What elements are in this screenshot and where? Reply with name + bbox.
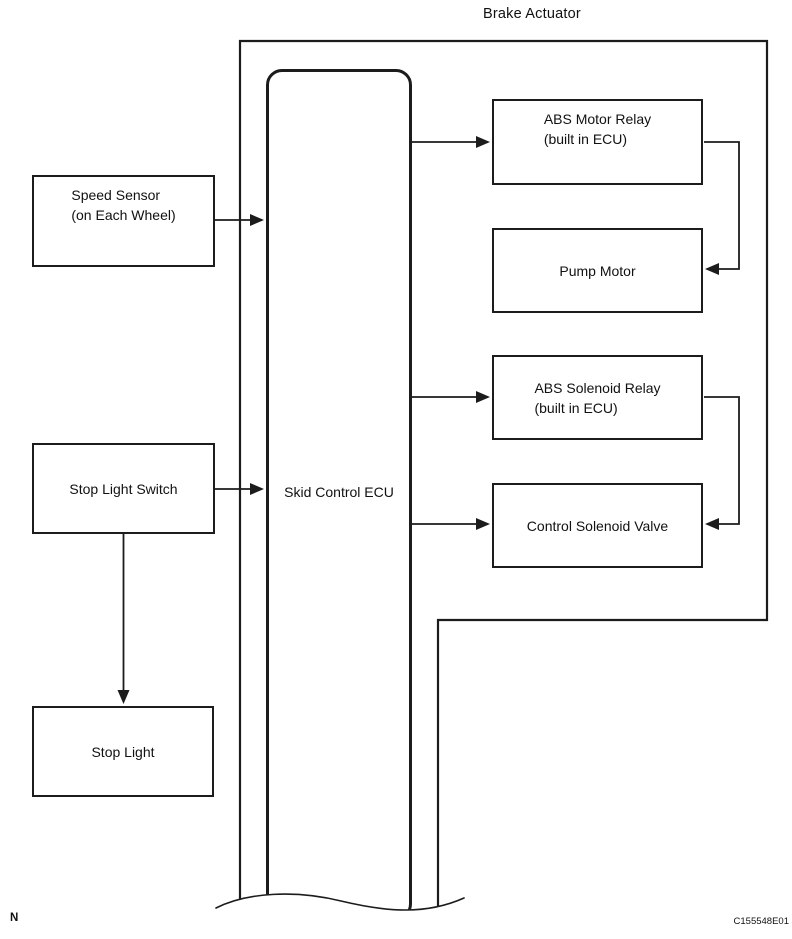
node-pump-motor-label: Pump Motor — [559, 262, 636, 279]
node-abs-solenoid-relay: ABS Solenoid Relay (built in ECU) — [492, 355, 703, 440]
node-stop-light-label: Stop Light — [91, 743, 155, 760]
node-skid-control-ecu-label: Skid Control ECU — [284, 484, 394, 500]
node-speed-sensor-label: Speed Sensor (on Each Wheel) — [71, 187, 176, 223]
figure-code: C155548E01 — [733, 916, 789, 927]
node-stop-light-switch: Stop Light Switch — [32, 443, 215, 534]
node-control-solenoid-valve-label: Control Solenoid Valve — [526, 517, 669, 534]
node-stop-light: Stop Light — [32, 706, 214, 797]
node-abs-solenoid-relay-label: ABS Solenoid Relay (built in ECU) — [534, 379, 661, 416]
node-speed-sensor: Speed Sensor (on Each Wheel) — [32, 175, 215, 267]
node-abs-motor-relay-label: ABS Motor Relay (built in ECU) — [543, 111, 652, 147]
page-marker: N — [10, 912, 19, 924]
node-control-solenoid-valve: Control Solenoid Valve — [492, 483, 703, 568]
node-stop-light-switch-label: Stop Light Switch — [69, 480, 178, 497]
edge-abs-motor-relay-to-pump-motor — [704, 141, 740, 275]
diagram-title: Brake Actuator — [483, 6, 581, 22]
edge-abs-solenoid-relay-to-control-solenoid-valve — [704, 396, 740, 530]
node-skid-control-ecu: Skid Control ECU — [266, 69, 412, 920]
node-pump-motor: Pump Motor — [492, 228, 703, 313]
node-abs-motor-relay: ABS Motor Relay (built in ECU) — [492, 99, 703, 185]
